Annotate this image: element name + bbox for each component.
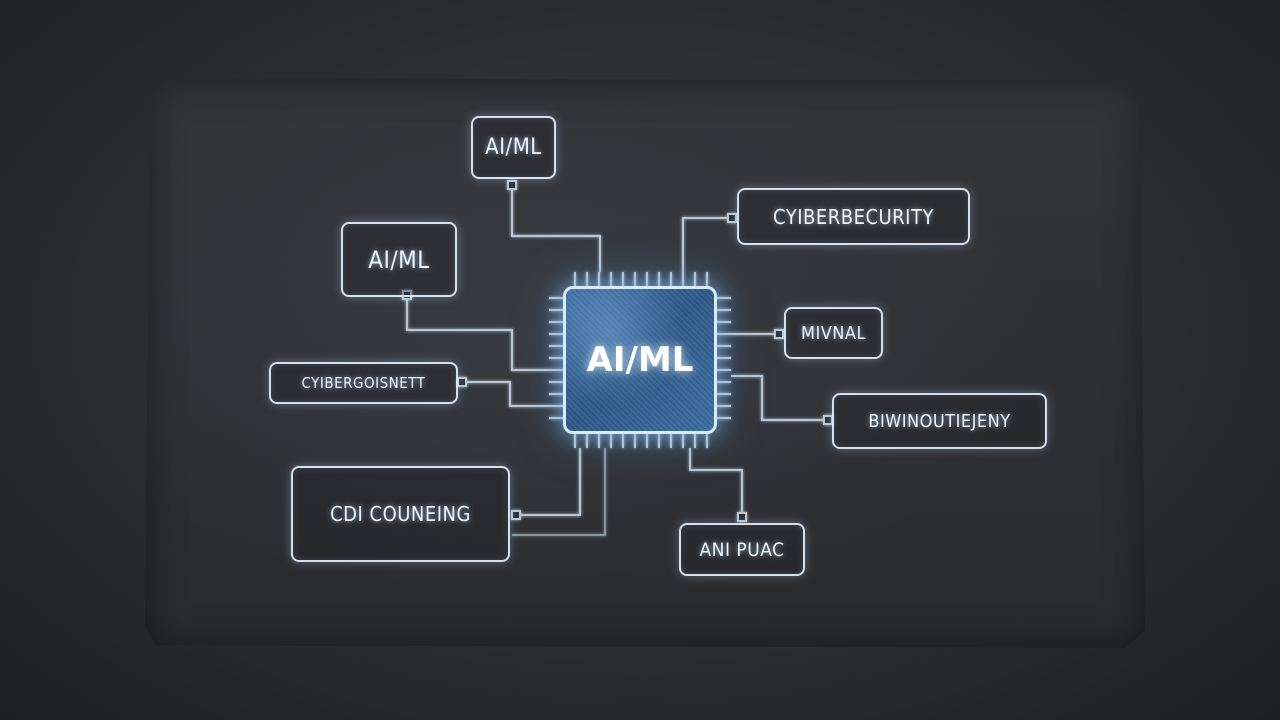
central-chip-label: AI/ML — [586, 340, 694, 380]
terminal-top — [507, 180, 517, 190]
node-bottom-right: ANI PUAC — [679, 523, 805, 576]
chip-pins-left — [549, 297, 563, 419]
terminal-bottom-right — [737, 512, 747, 522]
node-left-middle: CYIBERGOISNETT — [269, 362, 458, 404]
node-left-lower-label: CDI COUNEING — [330, 502, 471, 526]
terminal-right-middle — [823, 415, 833, 425]
node-top-label: AI/ML — [485, 135, 542, 160]
wire-bottom-right — [689, 448, 743, 517]
node-right-middle: BIWINOUTIEJENY — [832, 393, 1047, 449]
terminal-right-top — [727, 213, 737, 223]
node-left-lower: CDI COUNEING — [291, 466, 510, 562]
node-left-middle-label: CYIBERGOISNETT — [301, 374, 426, 392]
node-left-upper: AI/ML — [341, 222, 457, 297]
wire-left-lower-2 — [512, 448, 606, 536]
node-right-upper: MIVNAL — [784, 307, 883, 359]
node-right-top-label: CYIBERBECURITY — [773, 204, 934, 229]
terminal-right-upper — [774, 329, 784, 339]
wire-left-middle — [463, 381, 549, 407]
node-right-upper-label: MIVNAL — [800, 322, 867, 344]
wire-left-upper — [406, 296, 549, 371]
wire-left-lower — [518, 448, 581, 516]
terminal-left-lower — [511, 510, 521, 520]
chip-pins-bottom — [574, 434, 708, 448]
wire-right-top — [682, 217, 728, 272]
wire-top — [511, 186, 601, 272]
central-chip: AI/ML — [563, 286, 717, 434]
node-right-top: CYIBERBECURITY — [737, 188, 970, 245]
node-left-upper-label: AI/ML — [368, 245, 430, 274]
chip-pins-top — [574, 272, 708, 286]
node-right-middle-label: BIWINOUTIEJENY — [868, 410, 1011, 432]
wire-right-middle — [731, 375, 826, 421]
chip-pins-right — [717, 297, 731, 419]
terminal-left-middle — [457, 377, 467, 387]
node-bottom-right-label: ANI PUAC — [699, 538, 785, 561]
node-top: AI/ML — [471, 116, 556, 179]
